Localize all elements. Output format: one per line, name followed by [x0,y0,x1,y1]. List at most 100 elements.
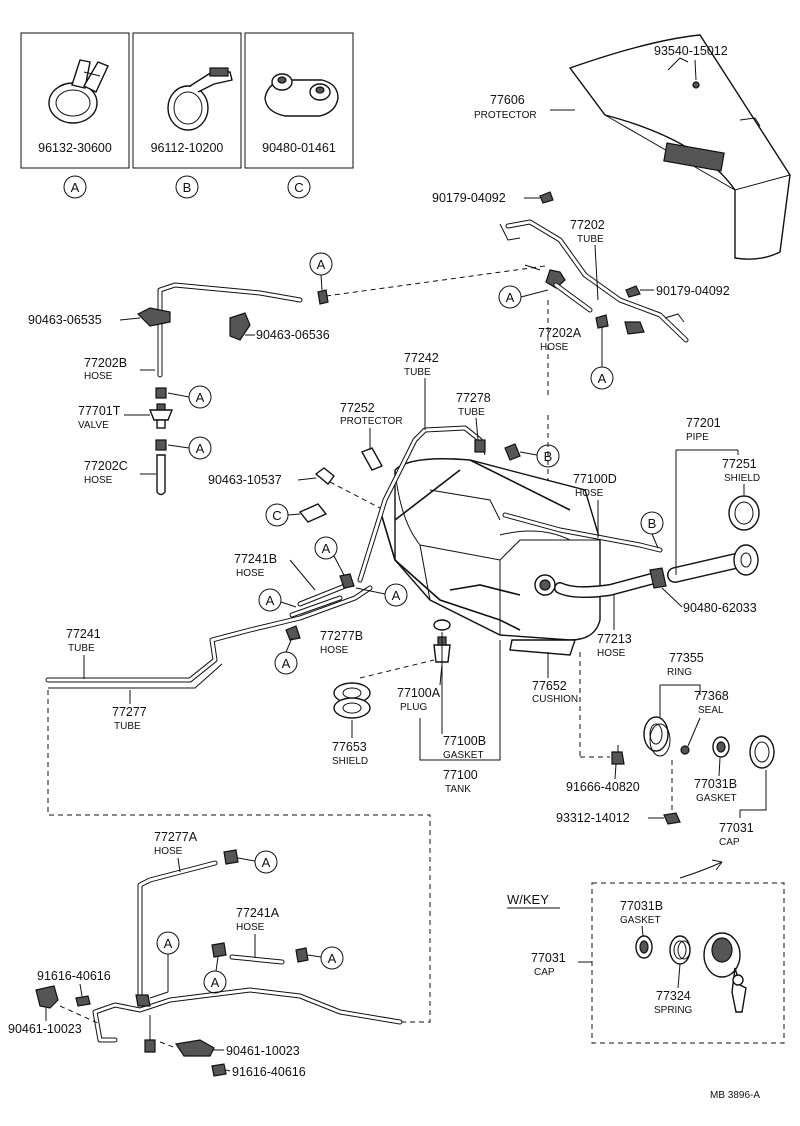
clamp-a-part-number: 96132-30600 [38,141,112,155]
cap-77031-drawing [749,735,775,769]
label-77241a-name: HOSE [236,922,265,933]
label-77652: 77652 [532,679,567,693]
label-77277b: 77277B [320,629,363,643]
hose-77202a-drawing [553,282,593,313]
label-77201: 77201 [686,416,721,430]
tube-77242-drawing [357,425,483,583]
label-77653-name: SHIELD [332,756,368,767]
label-key-77031b: 77031B [620,899,663,913]
callout-a-hose-top: A [314,536,338,560]
label-77241b: 77241B [234,552,277,566]
svg-text:C: C [272,508,281,523]
clamp-c-letter: C [287,175,311,199]
clamp-b-letter: B [175,175,199,199]
label-77213-name: HOSE [597,648,626,659]
label-77278-name: TUBE [458,407,485,418]
label-77368: 77368 [694,689,729,703]
label-77278: 77278 [456,391,491,405]
label-77277-name: TUBE [114,721,141,732]
callout-a-valve-upper: A [188,385,212,409]
gasket-77100b-drawing [433,619,451,631]
callout-a-hose-bottom: A [274,651,298,675]
label-91616-left: 91616-40616 [37,969,111,983]
label-77100-name: TANK [445,784,471,795]
label-77213: 77213 [597,632,632,646]
pipe-77201-drawing [667,544,759,583]
svg-text:A: A [282,656,291,671]
label-77100b: 77100B [443,734,486,748]
label-77242-name: TUBE [404,367,431,378]
label-93312: 93312-14012 [556,811,630,825]
tube-77241-77277-drawing [45,585,373,689]
bolt-91616-left-drawing [75,995,91,1007]
label-key-77031-name: CAP [534,967,555,978]
svg-text:A: A [266,593,275,608]
clamp-90461-right-drawing [174,1039,215,1057]
hose-77213-drawing [554,567,667,599]
fuel-tank-77100-drawing [379,458,601,656]
label-77202c-name: HOSE [84,475,113,486]
clamp-box-b [132,32,242,169]
label-77277a-name: HOSE [154,846,183,857]
label-77100: 77100 [443,768,478,782]
label-77251-name: SHIELD [724,473,760,484]
clamp-b-part-number: 96112-10200 [151,141,224,155]
label-77355: 77355 [669,651,704,665]
key-spring-drawing [669,935,691,965]
hose-77241a-drawing [211,942,309,965]
label-77201-name: PIPE [686,432,709,443]
label-77701t-name: VALVE [78,420,109,431]
label-77100a-name: PLUG [400,702,427,713]
label-77241b-name: HOSE [236,568,265,579]
label-77606: 77606 [490,93,525,107]
label-wkey: W/KEY [507,892,549,907]
callout-a-tube-right: A [590,366,614,390]
bolt-91616-right-drawing [211,1063,227,1077]
key-cap-drawing [703,932,747,1013]
label-77701t: 77701T [78,404,121,418]
protector-77252-drawing [361,447,383,471]
svg-text:A: A [71,180,80,195]
callout-a-77277a: A [254,850,278,874]
label-93540: 93540-15012 [654,44,728,58]
label-90179-lower: 90179-04092 [656,284,730,298]
label-90461-left: 90461-10023 [8,1022,82,1036]
hose-77241b-drawing [285,573,355,641]
label-77368-name: SEAL [698,705,724,716]
label-77241: 77241 [66,627,101,641]
label-key-77324-name: SPRING [654,1005,693,1016]
label-91616-right: 91616-40616 [232,1065,306,1079]
callout-b-tank: B [536,444,560,468]
svg-text:A: A [262,855,271,870]
svg-text:B: B [544,449,553,464]
label-key-77324: 77324 [656,989,691,1003]
clip-clamp-a-icon [48,59,109,124]
clamp-c-part-number: 90480-01461 [262,141,336,155]
svg-text:A: A [196,441,205,456]
label-77277b-name: HOSE [320,645,349,656]
svg-text:A: A [317,257,326,272]
svg-text:A: A [392,588,401,603]
svg-text:A: A [506,290,515,305]
label-77252-name: PROTECTOR [340,416,403,427]
label-77100a: 77100A [397,686,441,700]
svg-text:C: C [294,180,303,195]
label-77241-name: TUBE [68,643,95,654]
label-90480-62033: 90480-62033 [683,601,757,615]
svg-text:A: A [322,541,331,556]
valve-77701t-drawing [148,387,174,496]
label-77202c: 77202C [84,459,128,473]
tube-77278-drawing [474,439,486,456]
label-77242: 77242 [404,351,439,365]
tube-lower-drawing [92,987,403,1053]
callout-a-hose-left: A [258,588,282,612]
label-90463-06536: 90463-06536 [256,328,330,342]
label-90461-right: 90461-10023 [226,1044,300,1058]
label-77031: 77031 [719,821,754,835]
key-gasket-drawing [635,935,653,959]
label-77653: 77653 [332,740,367,754]
label-90463-10537: 90463-10537 [208,473,282,487]
label-77202-name: TUBE [577,234,604,245]
svg-text:A: A [598,371,607,386]
